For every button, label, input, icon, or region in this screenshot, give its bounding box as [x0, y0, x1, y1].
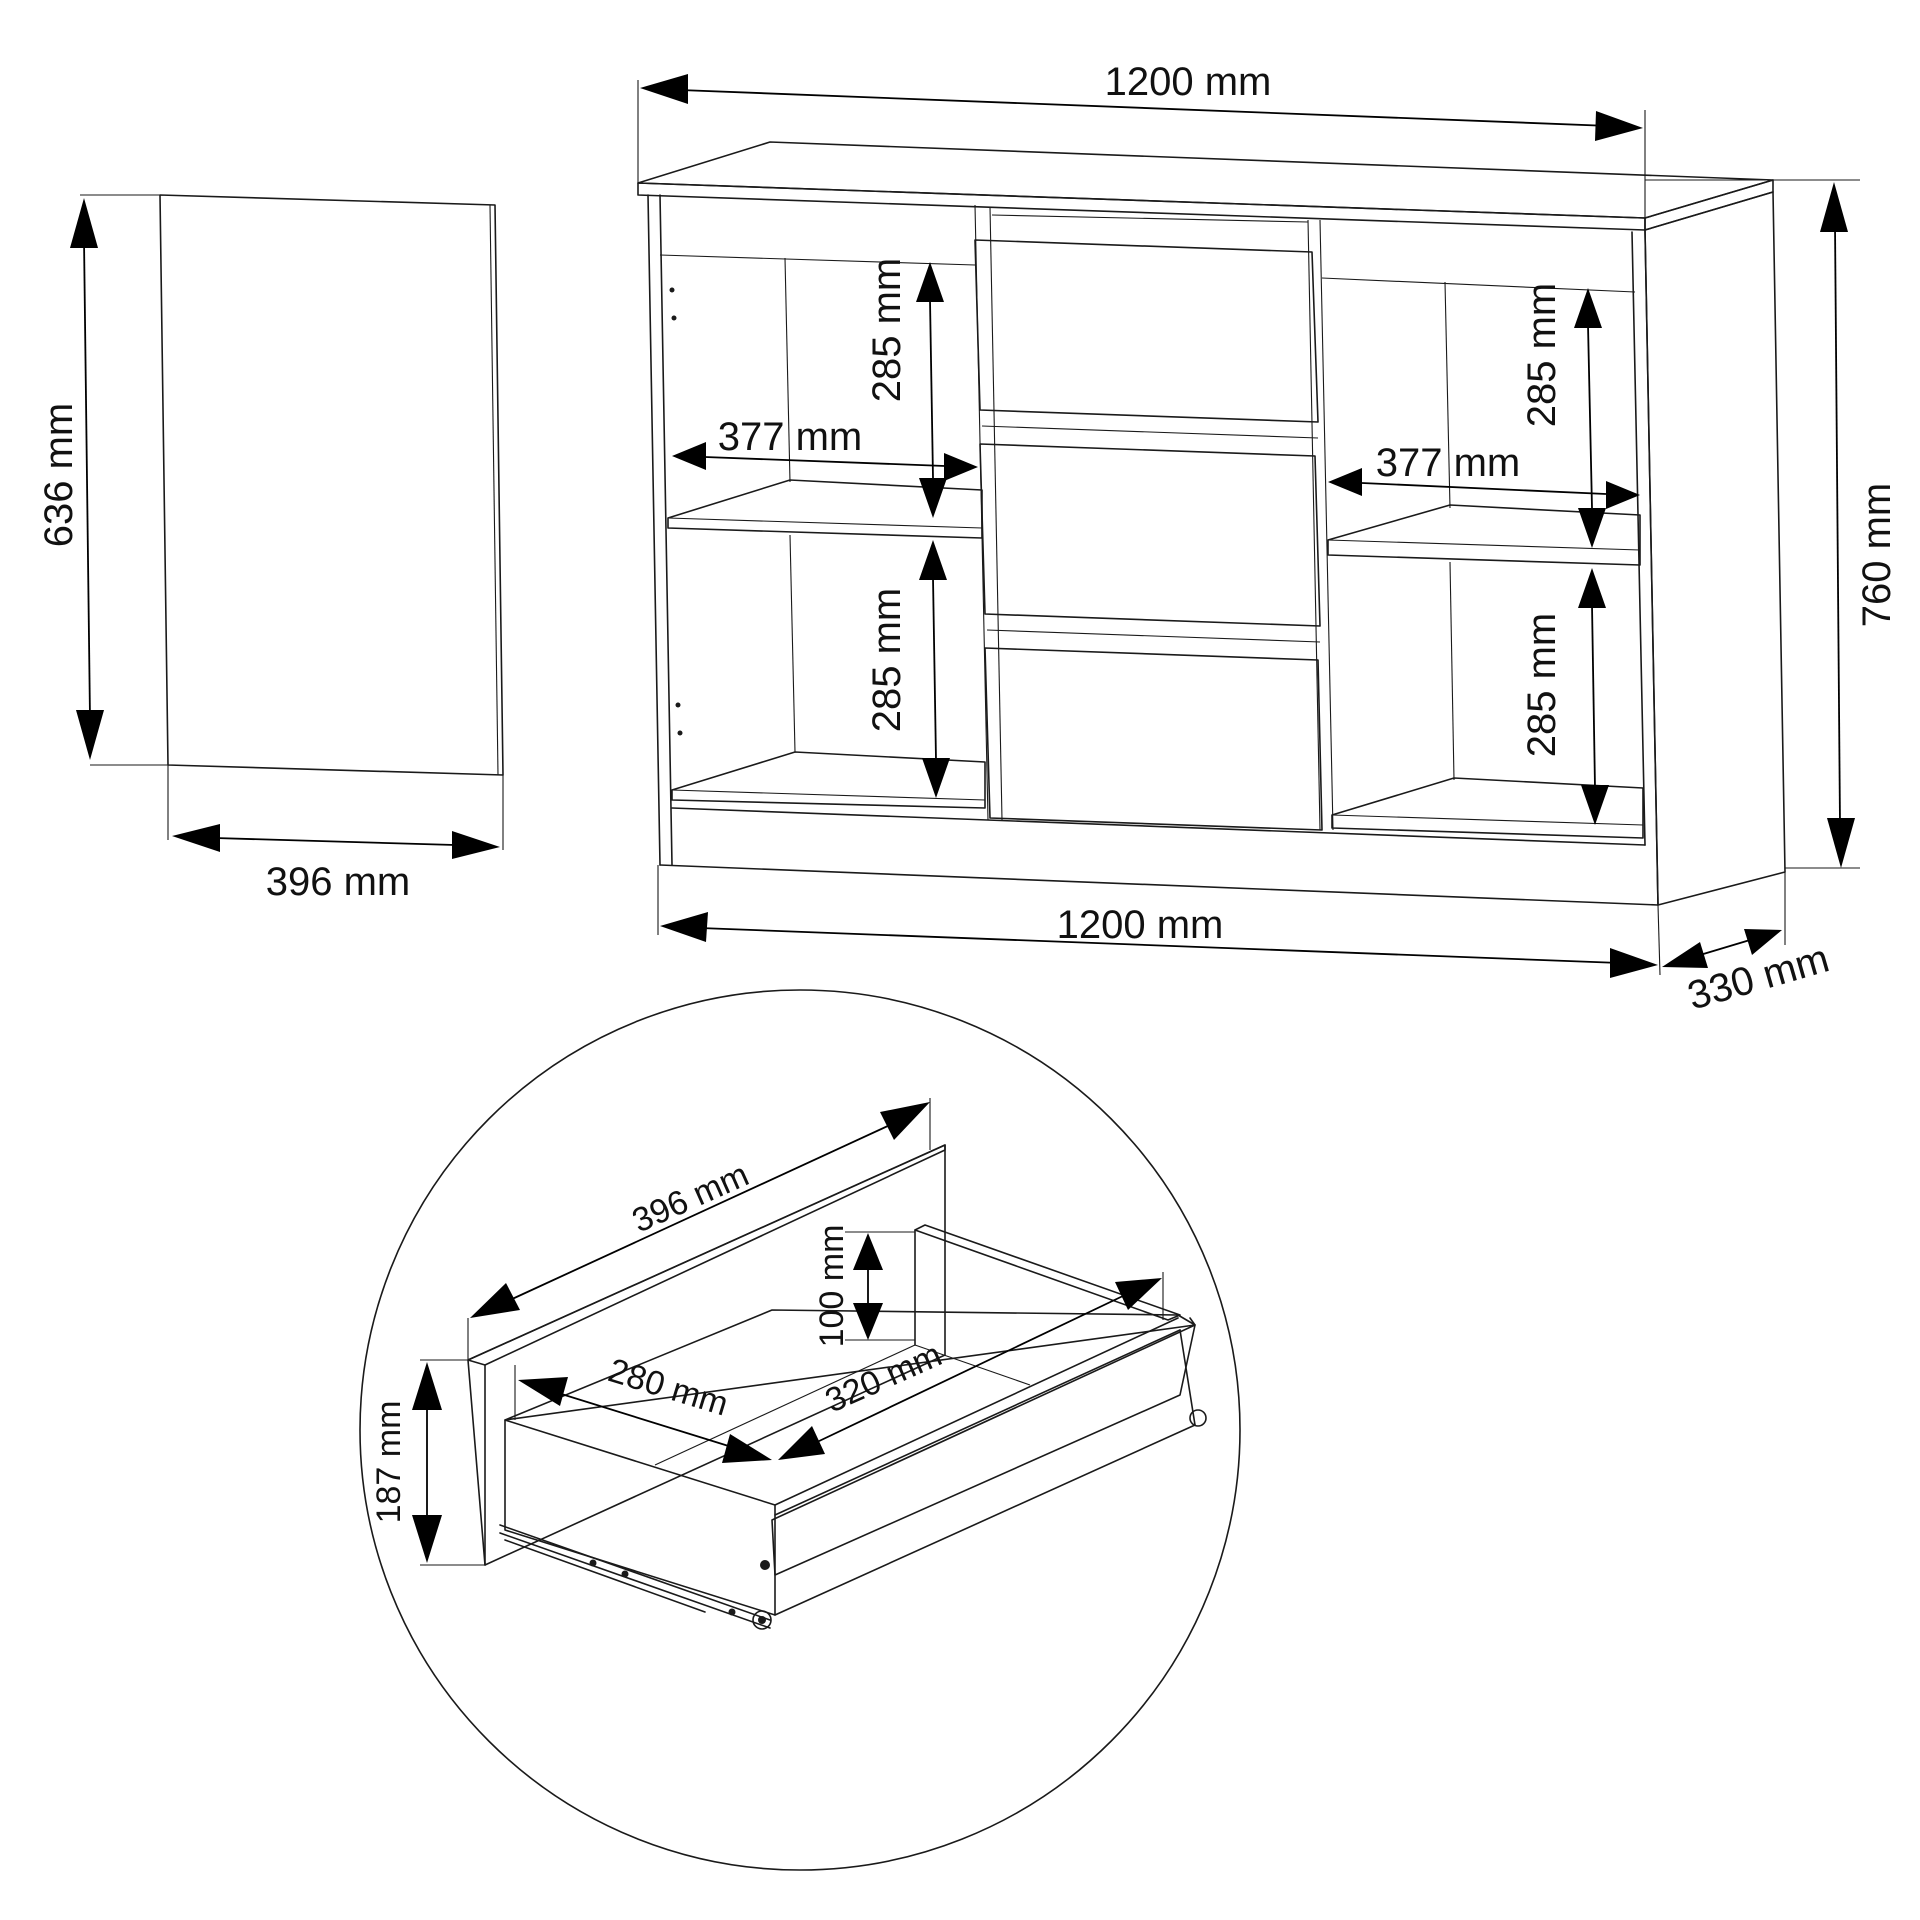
drawer-front-height-dimension: 187 mm: [370, 1362, 442, 1563]
door-panel: [80, 194, 504, 850]
drawer-front-width-dimension: 396 mm: [470, 1102, 930, 1318]
drawer-front-width-label: 396 mm: [627, 1156, 755, 1241]
left-shelf-width-dimension: 377 mm: [672, 415, 978, 481]
left-upper-shelf-dimension: 285 mm: [865, 258, 947, 518]
bottom-width-dimension: 1200 mm: [660, 903, 1658, 978]
left-shelf-width-label: 377 mm: [718, 415, 863, 459]
right-shelf-width-dimension: 377 mm: [1328, 441, 1640, 509]
drawer-front-2: [979, 443, 1321, 627]
drawer-front-1: [974, 239, 1319, 423]
drawer-detail: [359, 989, 1241, 1871]
drawer-inner-height-label: 100 mm: [813, 1225, 851, 1348]
right-upper-shelf-dimension: 285 mm: [1520, 283, 1606, 548]
cabinet: [637, 80, 1860, 976]
drawer-inner-height-dimension: 100 mm: [813, 1225, 883, 1348]
depth-dimension: 330 mm: [1662, 929, 1834, 1019]
left-lower-shelf-dimension: 285 mm: [865, 540, 950, 798]
right-shelf-width-label: 377 mm: [1376, 441, 1521, 485]
right-upper-shelf-label: 285 mm: [1520, 283, 1564, 428]
drawer-inner-width-dimension: 280 mm: [518, 1351, 772, 1463]
bottom-width-label: 1200 mm: [1057, 903, 1224, 947]
right-lower-shelf-dimension: 285 mm: [1520, 568, 1609, 825]
left-upper-shelf-label: 285 mm: [865, 258, 909, 403]
top-width-dimension: 1200 mm: [640, 60, 1643, 141]
door-height-label: 636 mm: [37, 403, 81, 548]
drawer-front-3: [984, 647, 1323, 831]
left-lower-shelf-label: 285 mm: [865, 588, 909, 733]
drawer-front-height-label: 187 mm: [370, 1401, 408, 1524]
top-width-label: 1200 mm: [1105, 60, 1272, 104]
right-lower-shelf-label: 285 mm: [1520, 613, 1564, 758]
door-height-dimension: 636 mm: [37, 198, 104, 760]
door-width-label: 396 mm: [266, 860, 411, 904]
height-dimension: 760 mm: [1820, 182, 1899, 868]
door-width-dimension: 396 mm: [172, 824, 500, 904]
height-label: 760 mm: [1855, 483, 1899, 628]
